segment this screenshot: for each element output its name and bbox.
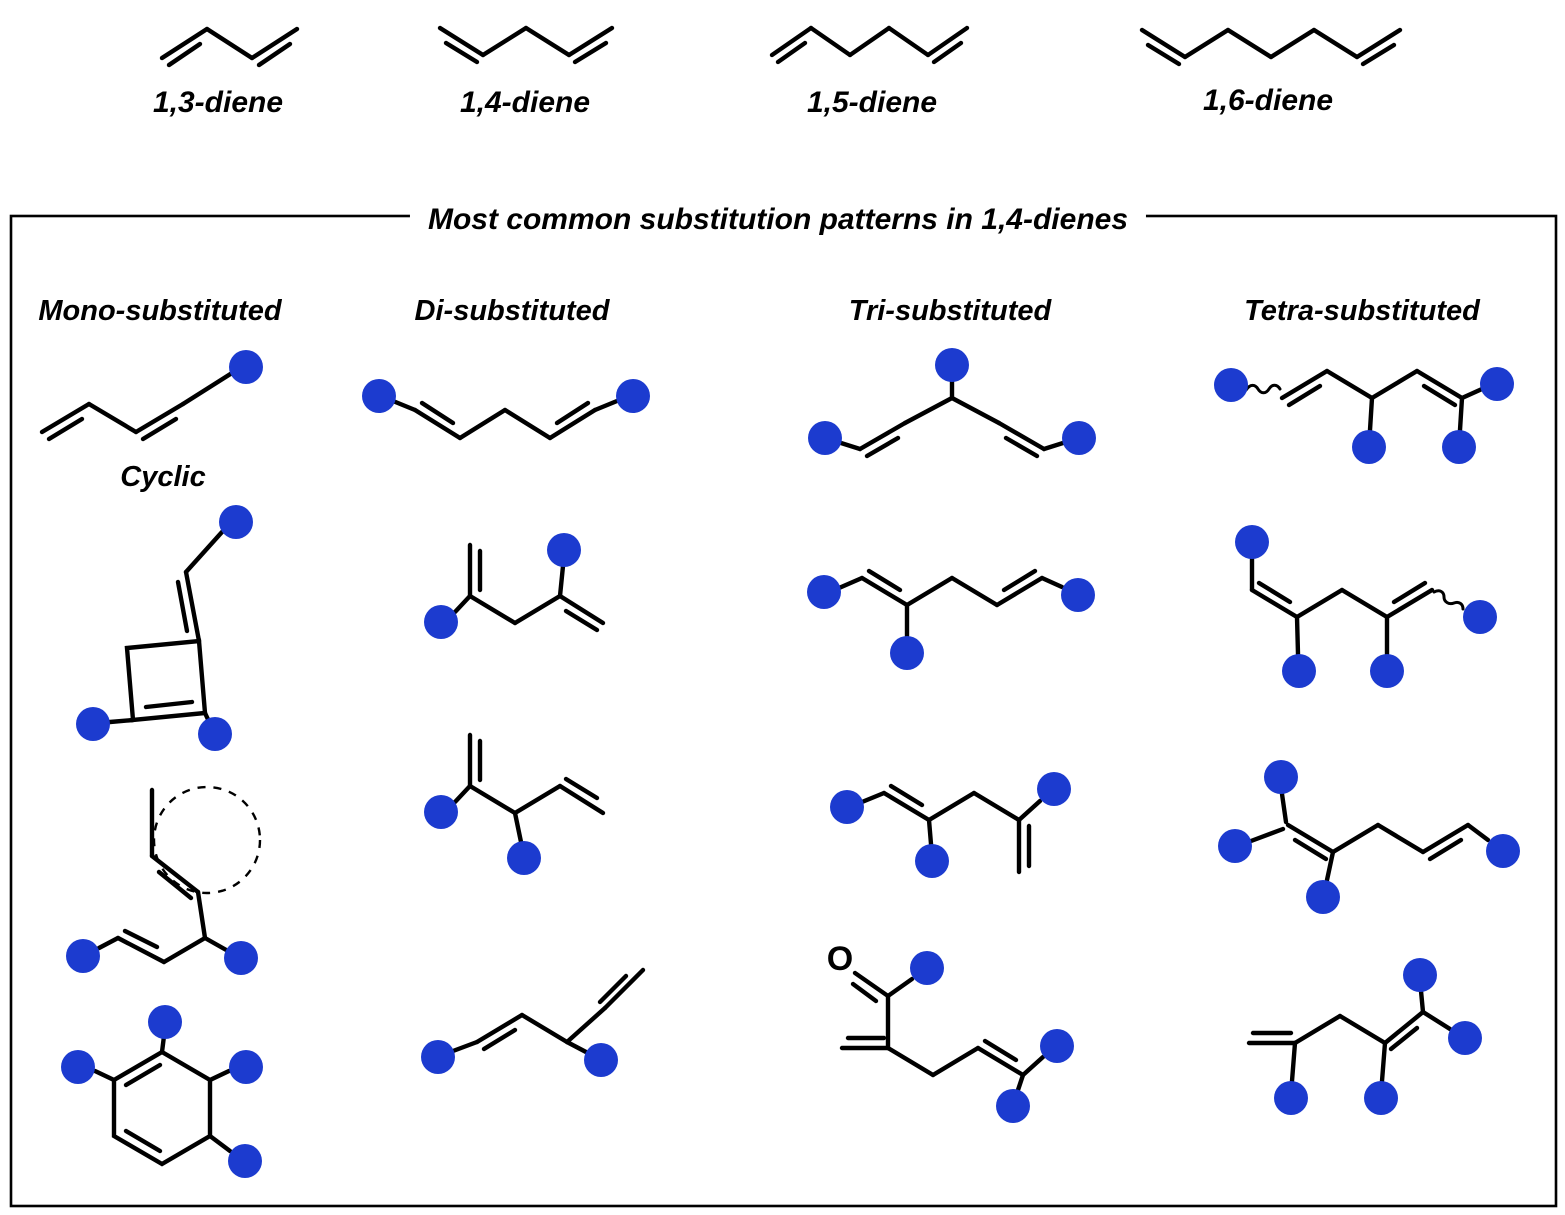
substituent-dot bbox=[362, 379, 396, 413]
substituent-dot bbox=[1214, 368, 1248, 402]
substituent-dot bbox=[1463, 600, 1497, 634]
substituent-dot bbox=[224, 941, 258, 975]
label-1-5-diene: 1,5-diene bbox=[806, 86, 938, 119]
substituent-dot bbox=[148, 1005, 182, 1039]
substituent-dot bbox=[1282, 654, 1316, 688]
substituent-dot bbox=[915, 844, 949, 878]
substituent-dot bbox=[1218, 829, 1252, 863]
substituent-dot bbox=[424, 795, 458, 829]
substituent-dot bbox=[507, 841, 541, 875]
structure-cyclic-cyclohexadiene bbox=[61, 1005, 263, 1178]
substituent-dot bbox=[890, 636, 924, 670]
substituent-dot bbox=[66, 939, 100, 973]
substituent-dot bbox=[910, 951, 944, 985]
substituent-dot bbox=[830, 790, 864, 824]
substituent-dot bbox=[76, 707, 110, 741]
structure-mono-substituted-diene bbox=[39, 350, 263, 442]
structure-tetra-b bbox=[1235, 525, 1497, 688]
structure-1-4-diene bbox=[437, 25, 615, 65]
structure-tri-1-3-5 bbox=[808, 348, 1096, 459]
oxygen-atom-label: O bbox=[827, 940, 853, 978]
structure-tetra-a bbox=[1214, 367, 1514, 464]
column-header-tri: Tri-substituted bbox=[848, 295, 1052, 327]
substituent-dot bbox=[1040, 1029, 1074, 1063]
substituent-dot bbox=[424, 605, 458, 639]
structure-di-1-5 bbox=[362, 379, 650, 441]
substituent-dot bbox=[584, 1043, 618, 1077]
substituent-dot bbox=[1403, 958, 1437, 992]
substituent-dot bbox=[1442, 430, 1476, 464]
column-header-tetra: Tetra-substituted bbox=[1244, 295, 1480, 327]
structure-tri-1-2-5 bbox=[807, 568, 1095, 670]
wavy-bond bbox=[1244, 383, 1282, 395]
substituent-dot bbox=[198, 717, 232, 751]
label-1-3-diene: 1,3-diene bbox=[152, 86, 284, 119]
substituent-dot bbox=[229, 350, 263, 384]
substituent-dot bbox=[616, 379, 650, 413]
substituent-dot bbox=[228, 1144, 262, 1178]
unspecified-ring-circle bbox=[152, 785, 262, 895]
structure-di-1-3 bbox=[421, 967, 646, 1077]
substituent-dot bbox=[1306, 880, 1340, 914]
structure-1-5-diene bbox=[769, 25, 970, 65]
label-1-4-diene: 1,4-diene bbox=[459, 86, 591, 119]
panel-title: Most common substitution patterns in 1,4… bbox=[409, 203, 1147, 237]
structure-di-2-4 bbox=[424, 533, 606, 639]
substituent-dot bbox=[421, 1040, 455, 1074]
substituent-dot bbox=[996, 1089, 1030, 1123]
wavy-bond bbox=[1432, 589, 1465, 611]
substituent-dot bbox=[1486, 834, 1520, 868]
structure-tri-1-2-4 bbox=[830, 772, 1071, 878]
substituent-dot bbox=[229, 1050, 263, 1084]
column-header-di: Di-substituted bbox=[414, 295, 610, 327]
cyclic-label: Cyclic bbox=[120, 461, 206, 493]
structure-di-2-3 bbox=[424, 732, 606, 875]
structure-1-3-diene bbox=[159, 26, 300, 68]
substituent-dot bbox=[1352, 430, 1386, 464]
structure-cyclic-cyclobutene bbox=[76, 505, 253, 751]
substituent-dot bbox=[1480, 367, 1514, 401]
label-1-6-diene: 1,6-diene bbox=[1202, 84, 1334, 117]
substituent-dot bbox=[1062, 421, 1096, 455]
substituent-dot bbox=[935, 348, 969, 382]
substituent-dot bbox=[61, 1050, 95, 1084]
substituent-dot bbox=[1364, 1081, 1398, 1115]
substituent-dot bbox=[1061, 578, 1095, 612]
structure-1-6-diene bbox=[1139, 27, 1403, 67]
substituent-dot bbox=[1274, 1081, 1308, 1115]
substituent-dot bbox=[807, 575, 841, 609]
column-header-mono: Mono-substituted bbox=[38, 295, 282, 327]
substituent-dot bbox=[1235, 525, 1269, 559]
structure-cyclic-dashed-ring bbox=[66, 785, 262, 975]
substituent-dot bbox=[547, 533, 581, 567]
structure-tri-acyl-diene: O bbox=[827, 940, 1074, 1123]
substituent-dot bbox=[808, 421, 842, 455]
substituent-dot bbox=[1448, 1021, 1482, 1055]
substituent-dot bbox=[1370, 654, 1404, 688]
substituent-dot bbox=[1264, 760, 1298, 794]
substituent-dot bbox=[219, 505, 253, 539]
substituent-dot bbox=[1037, 772, 1071, 806]
structure-tetra-c bbox=[1218, 760, 1520, 914]
structure-tetra-d bbox=[1246, 958, 1482, 1115]
